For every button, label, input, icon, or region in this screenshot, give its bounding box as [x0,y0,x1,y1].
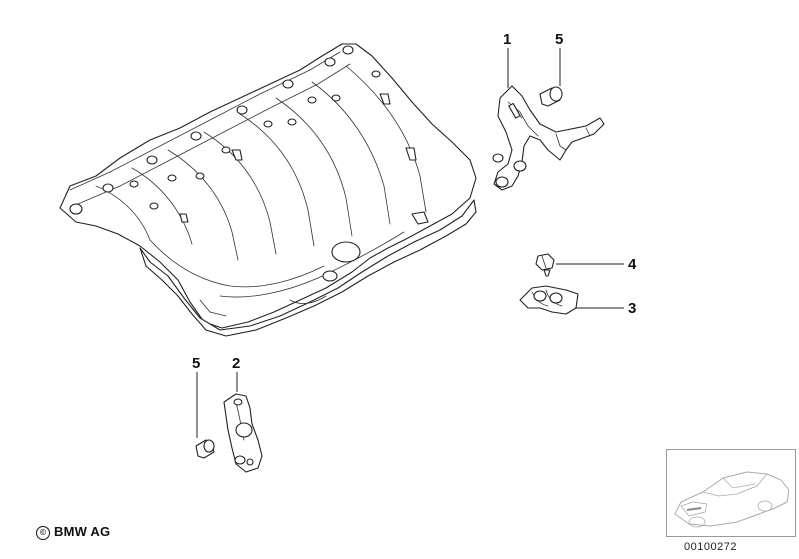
clip-part-3 [519,285,579,315]
callout-4: 4 [628,256,637,273]
copyright-text: BMW AG [54,524,111,539]
bolt-part-5-bottom [195,439,215,459]
callout-5-top: 5 [555,31,563,48]
car-outline-icon [674,471,790,528]
intake-manifold-drawing [59,43,477,337]
document-number: 00100272 [684,541,737,553]
callout-2: 2 [232,355,240,372]
callout-5-bottom: 5 [192,355,200,372]
vehicle-thumbnail [666,449,796,537]
copyright-label: © BMW AG [36,524,110,540]
bolt-part-5-top [539,86,563,107]
leader-lines [196,48,624,438]
copyright-icon: © [36,525,50,540]
bracket-part-1 [492,85,605,191]
bracket-part-2 [223,393,263,473]
callout-3: 3 [628,300,636,317]
screw-part-4 [535,253,555,277]
callout-1: 1 [503,31,511,48]
